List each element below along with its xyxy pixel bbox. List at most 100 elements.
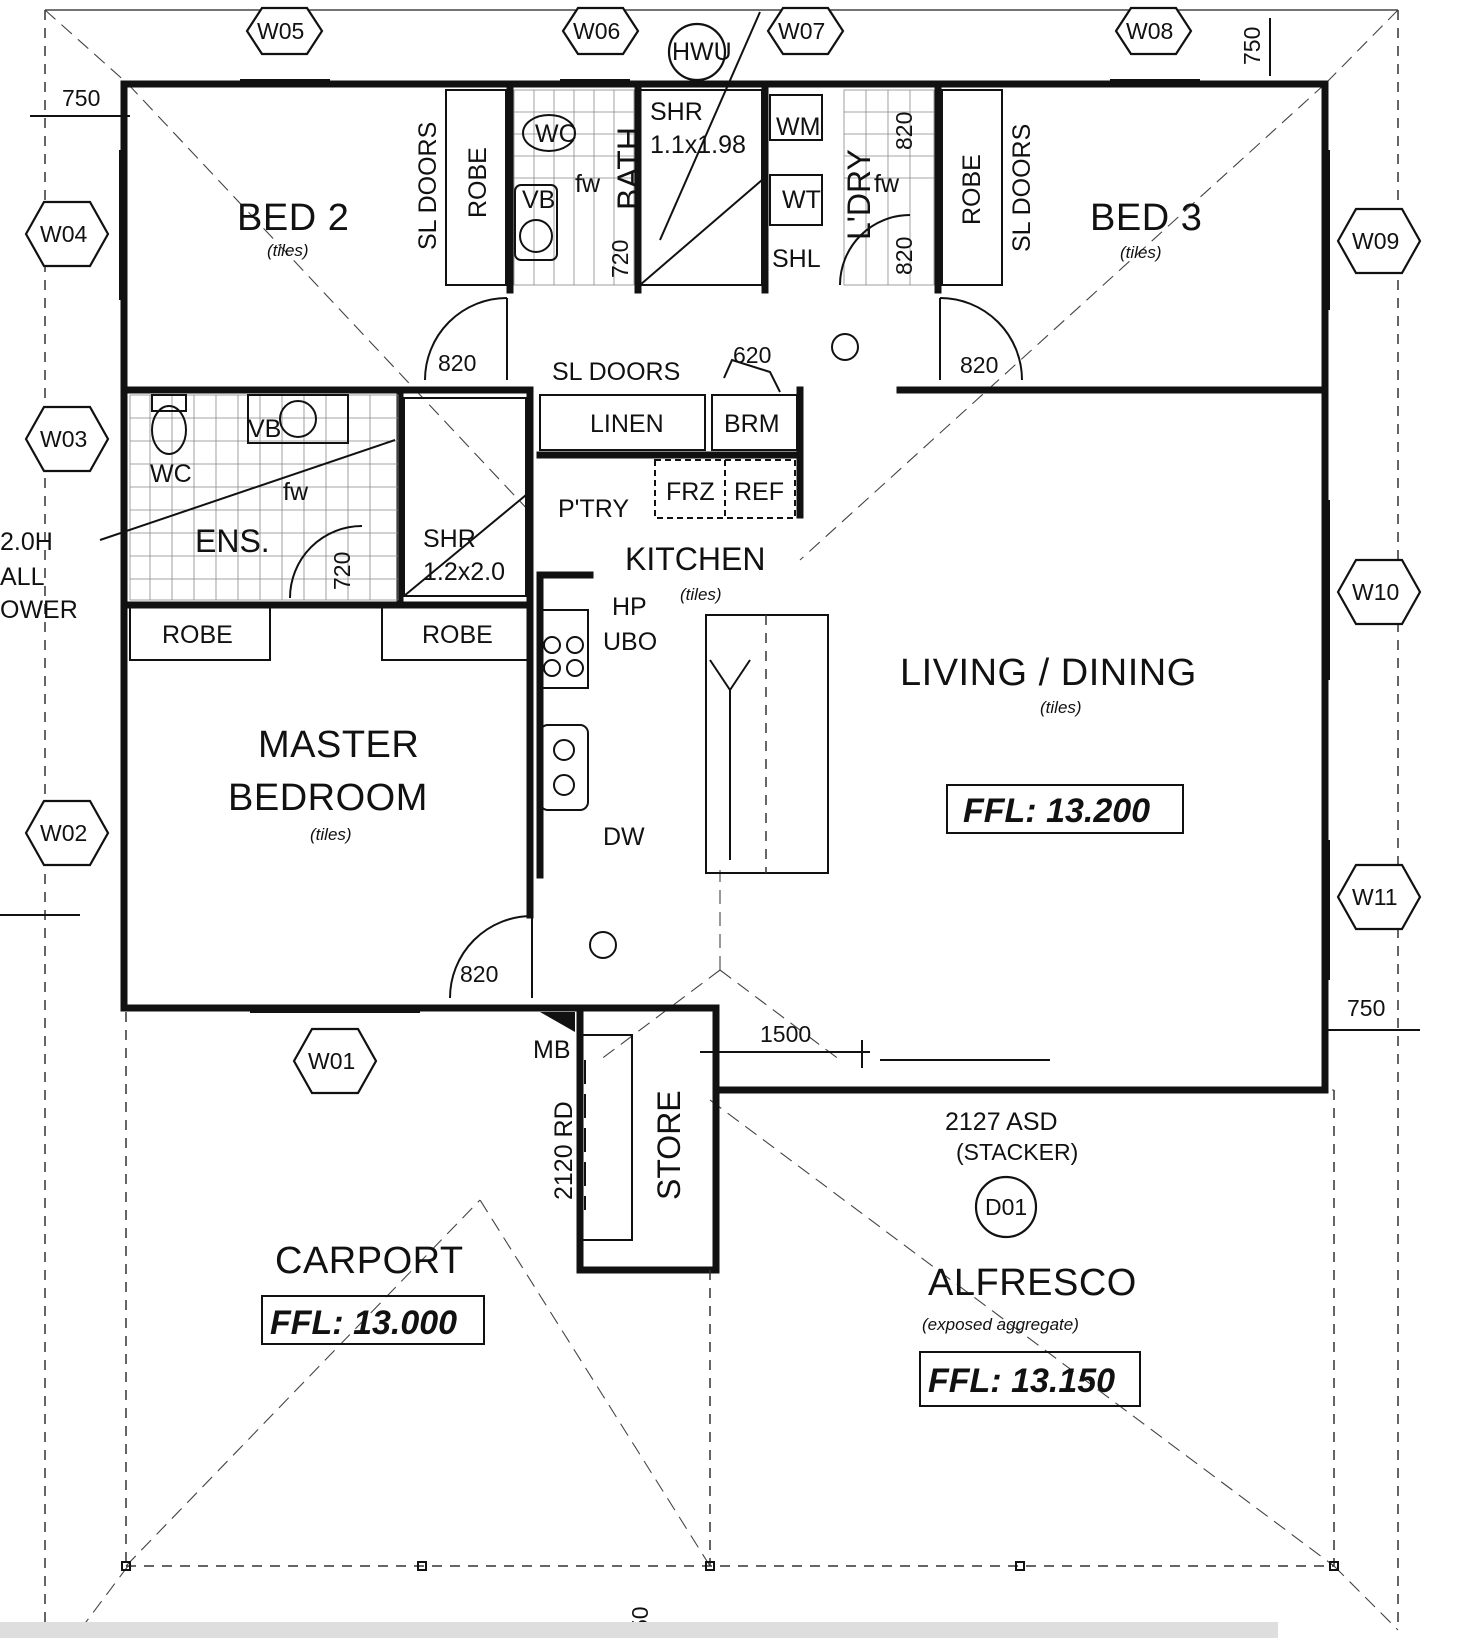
dw: DW <box>603 823 645 851</box>
wt: WT <box>782 186 821 214</box>
master-finish: (tiles) <box>310 825 352 844</box>
w06-text: W06 <box>573 18 620 44</box>
hwu: HWU <box>672 38 732 66</box>
w05-text: W05 <box>257 18 304 44</box>
pantry: P'TRY <box>558 495 629 523</box>
frz: FRZ <box>666 478 715 506</box>
ldry-label: L'DRY <box>841 149 877 240</box>
bed2-finish: (tiles) <box>267 241 309 260</box>
vb-ens: VB <box>248 415 281 443</box>
fw-bath: fw <box>575 170 601 198</box>
rd-label: 2120 RD <box>550 1101 578 1200</box>
showers <box>403 89 763 597</box>
shr-bath: SHR <box>650 98 703 126</box>
w09-text: W09 <box>1352 228 1399 254</box>
roof-outline <box>30 9 1420 1631</box>
window-tag-labels: W05 W06 W07 W08 W04 W03 W02 W09 W10 W11 … <box>40 18 1399 1074</box>
shr-ens: SHR <box>423 525 476 553</box>
shr-ens-size: 1.2x2.0 <box>423 558 505 586</box>
ubo: UBO <box>603 628 657 656</box>
dim-820-bed2: 820 <box>438 350 476 376</box>
vb-bath: VB <box>522 186 555 214</box>
w01-text: W01 <box>308 1048 355 1074</box>
fixtures <box>99 11 859 1032</box>
mb: MB <box>533 1036 571 1064</box>
dim-750-top-right: 750 <box>1239 27 1265 65</box>
bed2-label: BED 2 <box>237 197 349 239</box>
w11-text: W11 <box>1352 884 1398 910</box>
window-tag-w03 <box>24 405 110 473</box>
outdoor-outlines <box>121 1012 1339 1571</box>
ffl-boxes <box>261 784 1184 1407</box>
wet-area-tiles <box>129 89 935 601</box>
robes <box>129 89 1003 1241</box>
robe-bed2: ROBE <box>464 147 492 218</box>
stacker-label: (STACKER) <box>956 1139 1078 1165</box>
w02-text: W02 <box>40 820 87 846</box>
doors <box>289 214 1023 999</box>
master-label-2: BEDROOM <box>228 777 428 819</box>
alfresco-ffl: FFL: 13.150 <box>928 1362 1115 1400</box>
kitchen-finish: (tiles) <box>680 585 722 604</box>
w04-text: W04 <box>40 221 88 247</box>
kitchen-label: KITCHEN <box>625 541 765 577</box>
wall-note-3: OWER <box>0 596 78 624</box>
dim-820-bed3: 820 <box>960 352 998 378</box>
window-tag-w06 <box>561 6 640 56</box>
window-tag-w05 <box>245 6 324 56</box>
living-ffl: FFL: 13.200 <box>963 792 1150 830</box>
wc-ens: WC <box>150 460 192 488</box>
dim-1500: 1500 <box>760 1021 811 1047</box>
viewer-status-bar <box>0 1622 1278 1638</box>
brm: BRM <box>724 410 780 438</box>
hwu-tag <box>667 22 727 82</box>
bath-label: BATH <box>611 127 647 210</box>
wall-note-2: ALL <box>0 563 45 591</box>
fw-ldry: fw <box>874 170 900 198</box>
w08-text: W08 <box>1126 18 1173 44</box>
window-tag-w11 <box>1336 863 1422 931</box>
door-tag-d01-text: D01 <box>985 1194 1027 1220</box>
dim-820-ldry-1: 820 <box>891 112 917 150</box>
asd-label: 2127 ASD <box>945 1108 1058 1136</box>
window-tag-w08 <box>1114 6 1193 56</box>
wc-bath: WC <box>535 120 577 148</box>
w03-text: W03 <box>40 426 87 452</box>
window-tag-w02 <box>24 799 110 867</box>
dim-750-right: 750 <box>1347 995 1385 1021</box>
alfresco-label: ALFRESCO <box>928 1262 1137 1304</box>
dim-820-master: 820 <box>460 961 498 987</box>
shl: SHL <box>772 245 821 273</box>
window-tag-w09 <box>1336 207 1422 275</box>
wall-note-1: 2.0H <box>0 528 53 556</box>
dim-720-bath: 720 <box>607 240 633 278</box>
window-tags <box>24 6 1422 1239</box>
door-tag-d01 <box>974 1175 1038 1239</box>
dim-620: 620 <box>733 342 771 368</box>
wm: WM <box>776 113 820 141</box>
living-label: LIVING / DINING <box>900 652 1197 694</box>
dim-820-ldry-2: 820 <box>891 237 917 275</box>
ensuite-label: ENS. <box>195 523 270 559</box>
living-finish: (tiles) <box>1040 698 1082 717</box>
dim-720-ens: 720 <box>329 552 355 590</box>
linen: LINEN <box>590 410 664 438</box>
robe-bed3: ROBE <box>958 154 986 225</box>
window-ticks <box>0 79 1330 1068</box>
w07-text: W07 <box>778 18 825 44</box>
ref: REF <box>734 478 784 506</box>
bed3-label: BED 3 <box>1090 197 1202 239</box>
master-label-1: MASTER <box>258 724 419 766</box>
fw-ens: fw <box>283 478 309 506</box>
window-tag-w04 <box>24 200 110 268</box>
sl-doors-hall: SL DOORS <box>552 358 680 386</box>
window-tag-w07 <box>766 6 845 56</box>
robe-master-1: ROBE <box>162 621 233 649</box>
window-tag-w01 <box>292 1027 378 1095</box>
dim-750-top-left: 750 <box>62 85 100 111</box>
carport-label: CARPORT <box>275 1240 464 1282</box>
shr-bath-size: 1.1x1.98 <box>650 131 746 159</box>
w10-text: W10 <box>1352 579 1399 605</box>
window-tag-w10 <box>1336 558 1422 626</box>
